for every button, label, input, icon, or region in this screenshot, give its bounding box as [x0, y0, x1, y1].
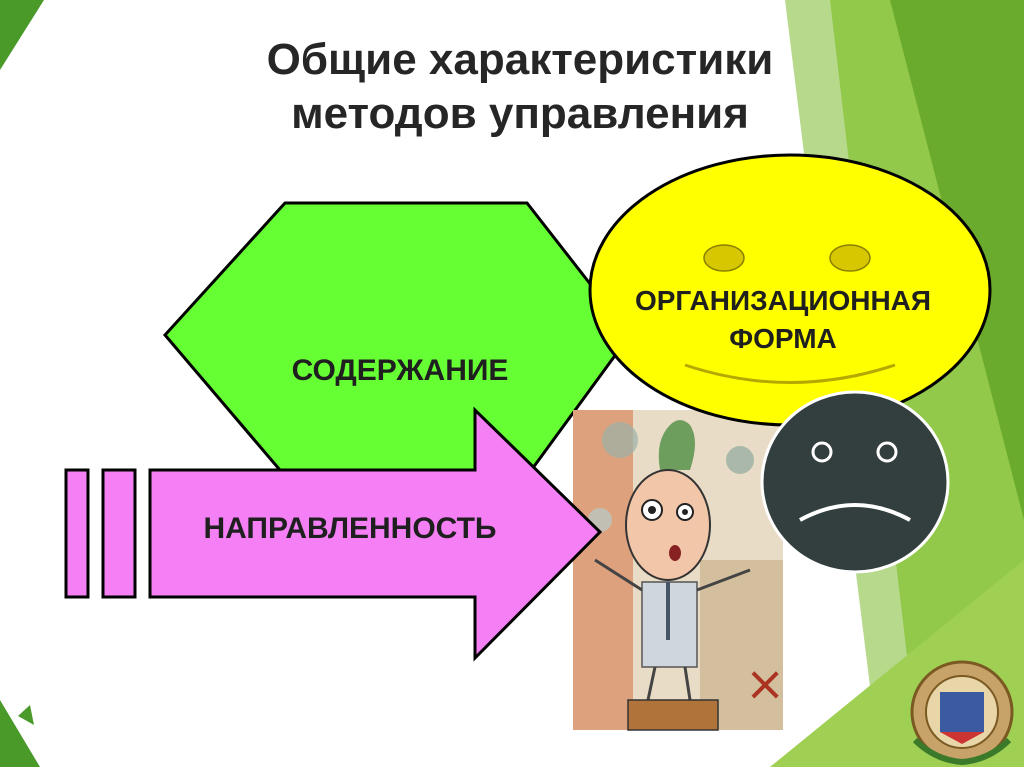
- title-line-1: Общие характеристики: [266, 35, 774, 84]
- top-left-triangle: [0, 0, 44, 70]
- content-hexagon: [163, 201, 632, 478]
- direction-arrow: [148, 406, 603, 662]
- bottom-left-triangle: [0, 700, 40, 767]
- arrow-tail-bar-1: [64, 468, 90, 599]
- organizational-form-line-1: ОРГАНИЗАЦИОННАЯ: [634, 285, 932, 316]
- slide-title: Общие характеристики методов управления: [195, 33, 845, 141]
- svg-text:×: ×: [745, 656, 785, 712]
- organizational-form-label: ОРГАНИЗАЦИОННАЯ ФОРМА: [598, 282, 968, 358]
- direction-label: НАПРАВЛЕННОСТЬ: [203, 512, 497, 545]
- sad-face-icon: [760, 390, 950, 574]
- organizational-form-line-2: ФОРМА: [729, 323, 837, 354]
- content-label: СОДЕРЖАНИЕ: [291, 354, 509, 387]
- bullet-marker: [18, 705, 34, 725]
- title-line-2: методов управления: [291, 89, 749, 138]
- arrow-tail-bar-2: [101, 468, 137, 599]
- stressed-man-illustration: ×: [573, 410, 785, 731]
- university-emblem-logo: [910, 660, 1014, 766]
